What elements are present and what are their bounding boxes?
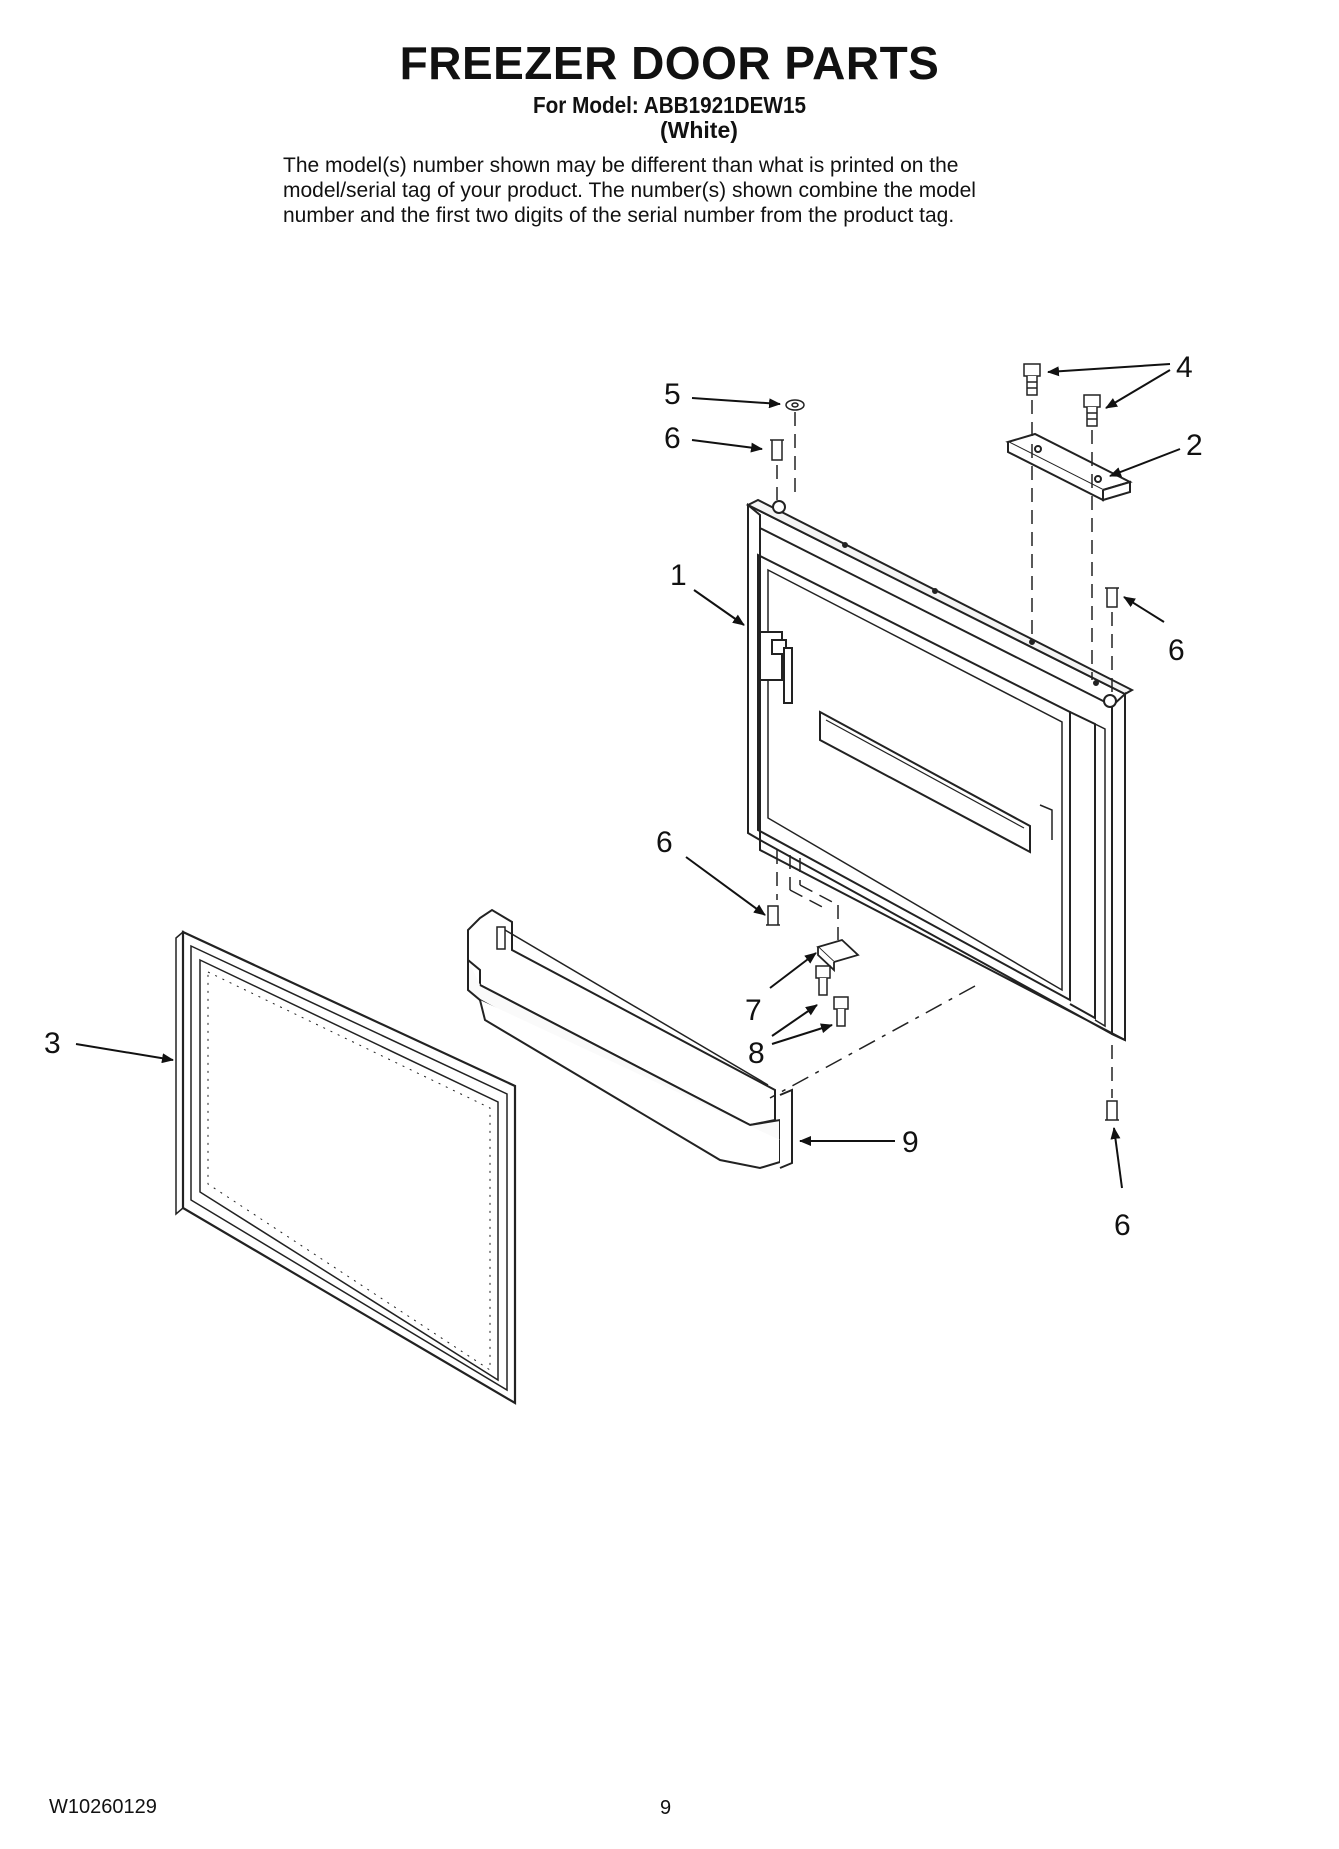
shelf-bracket-part-7: [816, 938, 860, 973]
callout-leaders: [75, 363, 1181, 1189]
callout-3: 3: [44, 1027, 61, 1060]
callout-5: 5: [664, 378, 681, 411]
document-code: W10260129: [49, 1796, 157, 1818]
model-color: (White): [660, 117, 738, 143]
callout-4: 4: [1176, 351, 1193, 384]
callout-6-top-left: 6: [664, 422, 681, 455]
page-number: 9: [660, 1797, 672, 1819]
callout-6-right: 6: [1168, 634, 1185, 667]
model-note: The model(s) number shown may be differe…: [283, 153, 1083, 228]
callout-8: 8: [748, 1037, 765, 1070]
hinge-screws-part-4: [1023, 363, 1101, 427]
page-title: FREEZER DOOR PARTS: [399, 37, 940, 89]
freezer-door-part-1: [745, 498, 1135, 1042]
callout-7: 7: [745, 994, 762, 1027]
bushings-part-6: [766, 439, 1119, 1121]
callout-6-bottom-left: 6: [656, 826, 673, 859]
callout-9: 9: [902, 1126, 919, 1159]
model-number: For Model: ABB1921DEW15: [533, 92, 806, 118]
screws-part-8: [815, 965, 849, 1027]
door-gasket-part-3: [175, 930, 517, 1405]
hinge-part-2: [1005, 432, 1133, 502]
note-line-3: number and the first two digits of the s…: [283, 204, 955, 227]
assembly-lines: [769, 400, 1113, 1099]
note-line-2: model/serial tag of your product. The nu…: [283, 179, 976, 202]
washer-part-5: [785, 399, 805, 411]
door-shelf-part-9: [467, 908, 793, 1170]
callout-2: 2: [1186, 429, 1203, 462]
callout-1: 1: [670, 559, 687, 592]
note-line-1: The model(s) number shown may be differe…: [283, 154, 959, 177]
callout-6-bottom-right: 6: [1114, 1209, 1131, 1242]
